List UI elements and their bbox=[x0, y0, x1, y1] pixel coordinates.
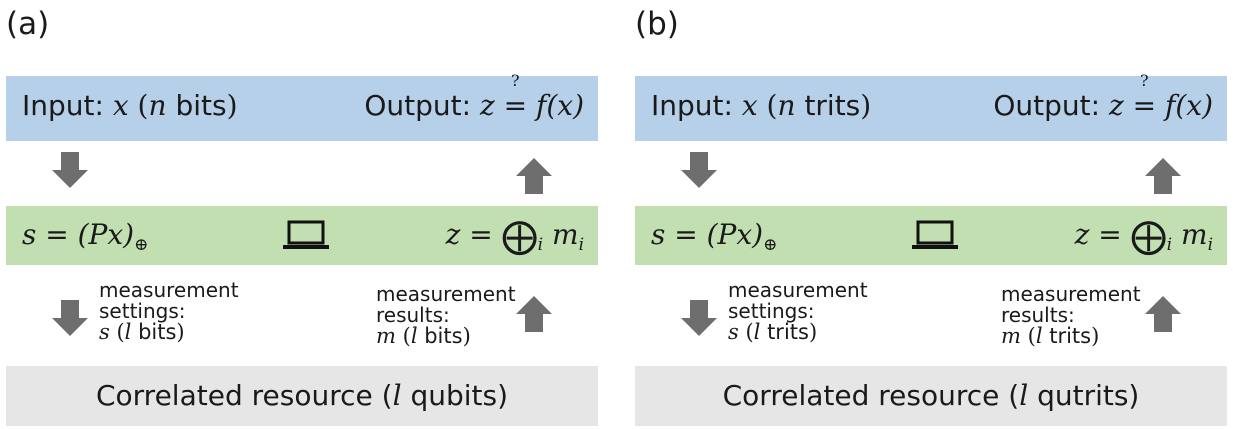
settings-caption-line1: measurement bbox=[728, 278, 868, 302]
settings-caption: measurement settings: s (l bits) bbox=[99, 278, 239, 344]
down-arrow-icon bbox=[681, 300, 717, 336]
input-var: x bbox=[741, 89, 758, 122]
up-arrow-icon bbox=[1145, 158, 1181, 194]
results-term: m bbox=[1181, 218, 1208, 251]
resource-var: l bbox=[392, 379, 402, 412]
down-arrow-icon bbox=[681, 152, 717, 188]
results-index: i bbox=[537, 235, 544, 255]
results-count-var: l bbox=[410, 324, 418, 348]
input-text: Input: x (n bits) bbox=[22, 89, 238, 122]
results-formula: z = ⨁i mi bbox=[1075, 216, 1213, 257]
settings-count-var: l bbox=[124, 320, 132, 344]
panel-label: (b) bbox=[635, 6, 679, 42]
input-output-bar: Input: x (n trits) Output: z ?= f(x) bbox=[635, 71, 1227, 141]
input-label: Input: bbox=[22, 89, 104, 122]
results-caption-line1: measurement bbox=[1001, 282, 1141, 306]
input-count-var: n bbox=[777, 89, 796, 122]
output-label: Output: bbox=[993, 89, 1101, 122]
results-lhs: z = bbox=[445, 218, 493, 251]
results-formula: z = ⨁i mi bbox=[446, 216, 584, 257]
results-var: m bbox=[1001, 324, 1021, 348]
up-arrow-icon bbox=[516, 158, 552, 194]
results-term-index: i bbox=[1207, 235, 1213, 255]
results-caption: measurement results: m (l bits) bbox=[376, 282, 516, 348]
settings-sub: ⊕ bbox=[763, 235, 778, 255]
settings-lhs: s = (Px) bbox=[651, 218, 764, 251]
input-text: Input: x (n trits) bbox=[651, 89, 872, 122]
question-mark: ? bbox=[1140, 71, 1149, 90]
down-arrow-icon bbox=[52, 152, 88, 188]
resource-prefix: Correlated resource ( bbox=[95, 379, 393, 412]
settings-sub: ⊕ bbox=[134, 235, 149, 255]
input-unit: trits bbox=[804, 89, 861, 122]
question-mark: ? bbox=[511, 71, 520, 90]
question-equals: ?= bbox=[503, 71, 528, 122]
settings-var: s bbox=[99, 320, 110, 344]
output-lhs: z bbox=[1108, 89, 1124, 122]
output-text: Output: z ?= f(x) bbox=[364, 71, 584, 122]
results-count-var: l bbox=[1035, 324, 1043, 348]
output-rhs: f(x) bbox=[535, 89, 584, 122]
settings-formula: s = (Px)⊕ bbox=[651, 218, 777, 255]
settings-caption-line2: settings: bbox=[99, 299, 186, 323]
direct-sum-symbol: ⨁ bbox=[1130, 216, 1167, 257]
resource-suffix: qutrits) bbox=[1037, 379, 1140, 412]
resource-var: l bbox=[1019, 379, 1029, 412]
results-term: m bbox=[552, 218, 579, 251]
results-unit: trits bbox=[1049, 324, 1092, 348]
resource-bar: Correlated resource (l qutrits) bbox=[635, 366, 1227, 426]
input-count-var: n bbox=[148, 89, 167, 122]
panel-a: (a) Input: x (n bits) Output: z ?= f(x) … bbox=[0, 0, 604, 429]
settings-unit: bits bbox=[138, 320, 177, 344]
results-term-index: i bbox=[578, 235, 584, 255]
up-arrow-icon bbox=[516, 296, 552, 332]
input-var: x bbox=[112, 89, 129, 122]
resource-text: Correlated resource (l qubits) bbox=[6, 379, 598, 412]
settings-lhs: s = (Px) bbox=[22, 218, 135, 251]
settings-formula: s = (Px)⊕ bbox=[22, 218, 148, 255]
results-index: i bbox=[1166, 235, 1173, 255]
settings-var: s bbox=[728, 320, 739, 344]
panel-label: (a) bbox=[6, 6, 50, 42]
input-unit: bits bbox=[175, 89, 227, 122]
input-label: Input: bbox=[651, 89, 733, 122]
settings-count-var: l bbox=[753, 320, 761, 344]
settings-caption-line1: measurement bbox=[99, 278, 239, 302]
classical-processing-bar: s = (Px)⊕ z = ⨁i mi bbox=[635, 206, 1227, 265]
results-caption-line2: results: bbox=[1001, 303, 1075, 327]
resource-bar: Correlated resource (l qubits) bbox=[6, 366, 598, 426]
classical-processing-bar: s = (Px)⊕ z = ⨁i mi bbox=[6, 206, 598, 265]
resource-suffix: qubits) bbox=[410, 379, 508, 412]
resource-prefix: Correlated resource ( bbox=[722, 379, 1020, 412]
input-output-bar: Input: x (n bits) Output: z ?= f(x) bbox=[6, 71, 598, 141]
results-var: m bbox=[376, 324, 396, 348]
up-arrow-icon bbox=[1145, 296, 1181, 332]
direct-sum-symbol: ⨁ bbox=[501, 216, 538, 257]
settings-caption-line2: settings: bbox=[728, 299, 815, 323]
laptop-icon bbox=[283, 220, 329, 249]
output-rhs: f(x) bbox=[1164, 89, 1213, 122]
down-arrow-icon bbox=[52, 300, 88, 336]
output-label: Output: bbox=[364, 89, 472, 122]
panel-b: (b) Input: x (n trits) Output: z ?= f(x)… bbox=[629, 0, 1233, 429]
output-lhs: z bbox=[479, 89, 495, 122]
results-lhs: z = bbox=[1074, 218, 1122, 251]
settings-unit: trits bbox=[767, 320, 809, 344]
resource-text: Correlated resource (l qutrits) bbox=[635, 379, 1227, 412]
results-caption-line2: results: bbox=[376, 303, 450, 327]
question-equals: ?= bbox=[1132, 71, 1157, 122]
results-caption-line1: measurement bbox=[376, 282, 516, 306]
laptop-icon bbox=[912, 220, 958, 249]
results-caption: measurement results: m (l trits) bbox=[1001, 282, 1141, 348]
results-unit: bits bbox=[424, 324, 463, 348]
output-text: Output: z ?= f(x) bbox=[993, 71, 1213, 122]
settings-caption: measurement settings: s (l trits) bbox=[728, 278, 868, 344]
